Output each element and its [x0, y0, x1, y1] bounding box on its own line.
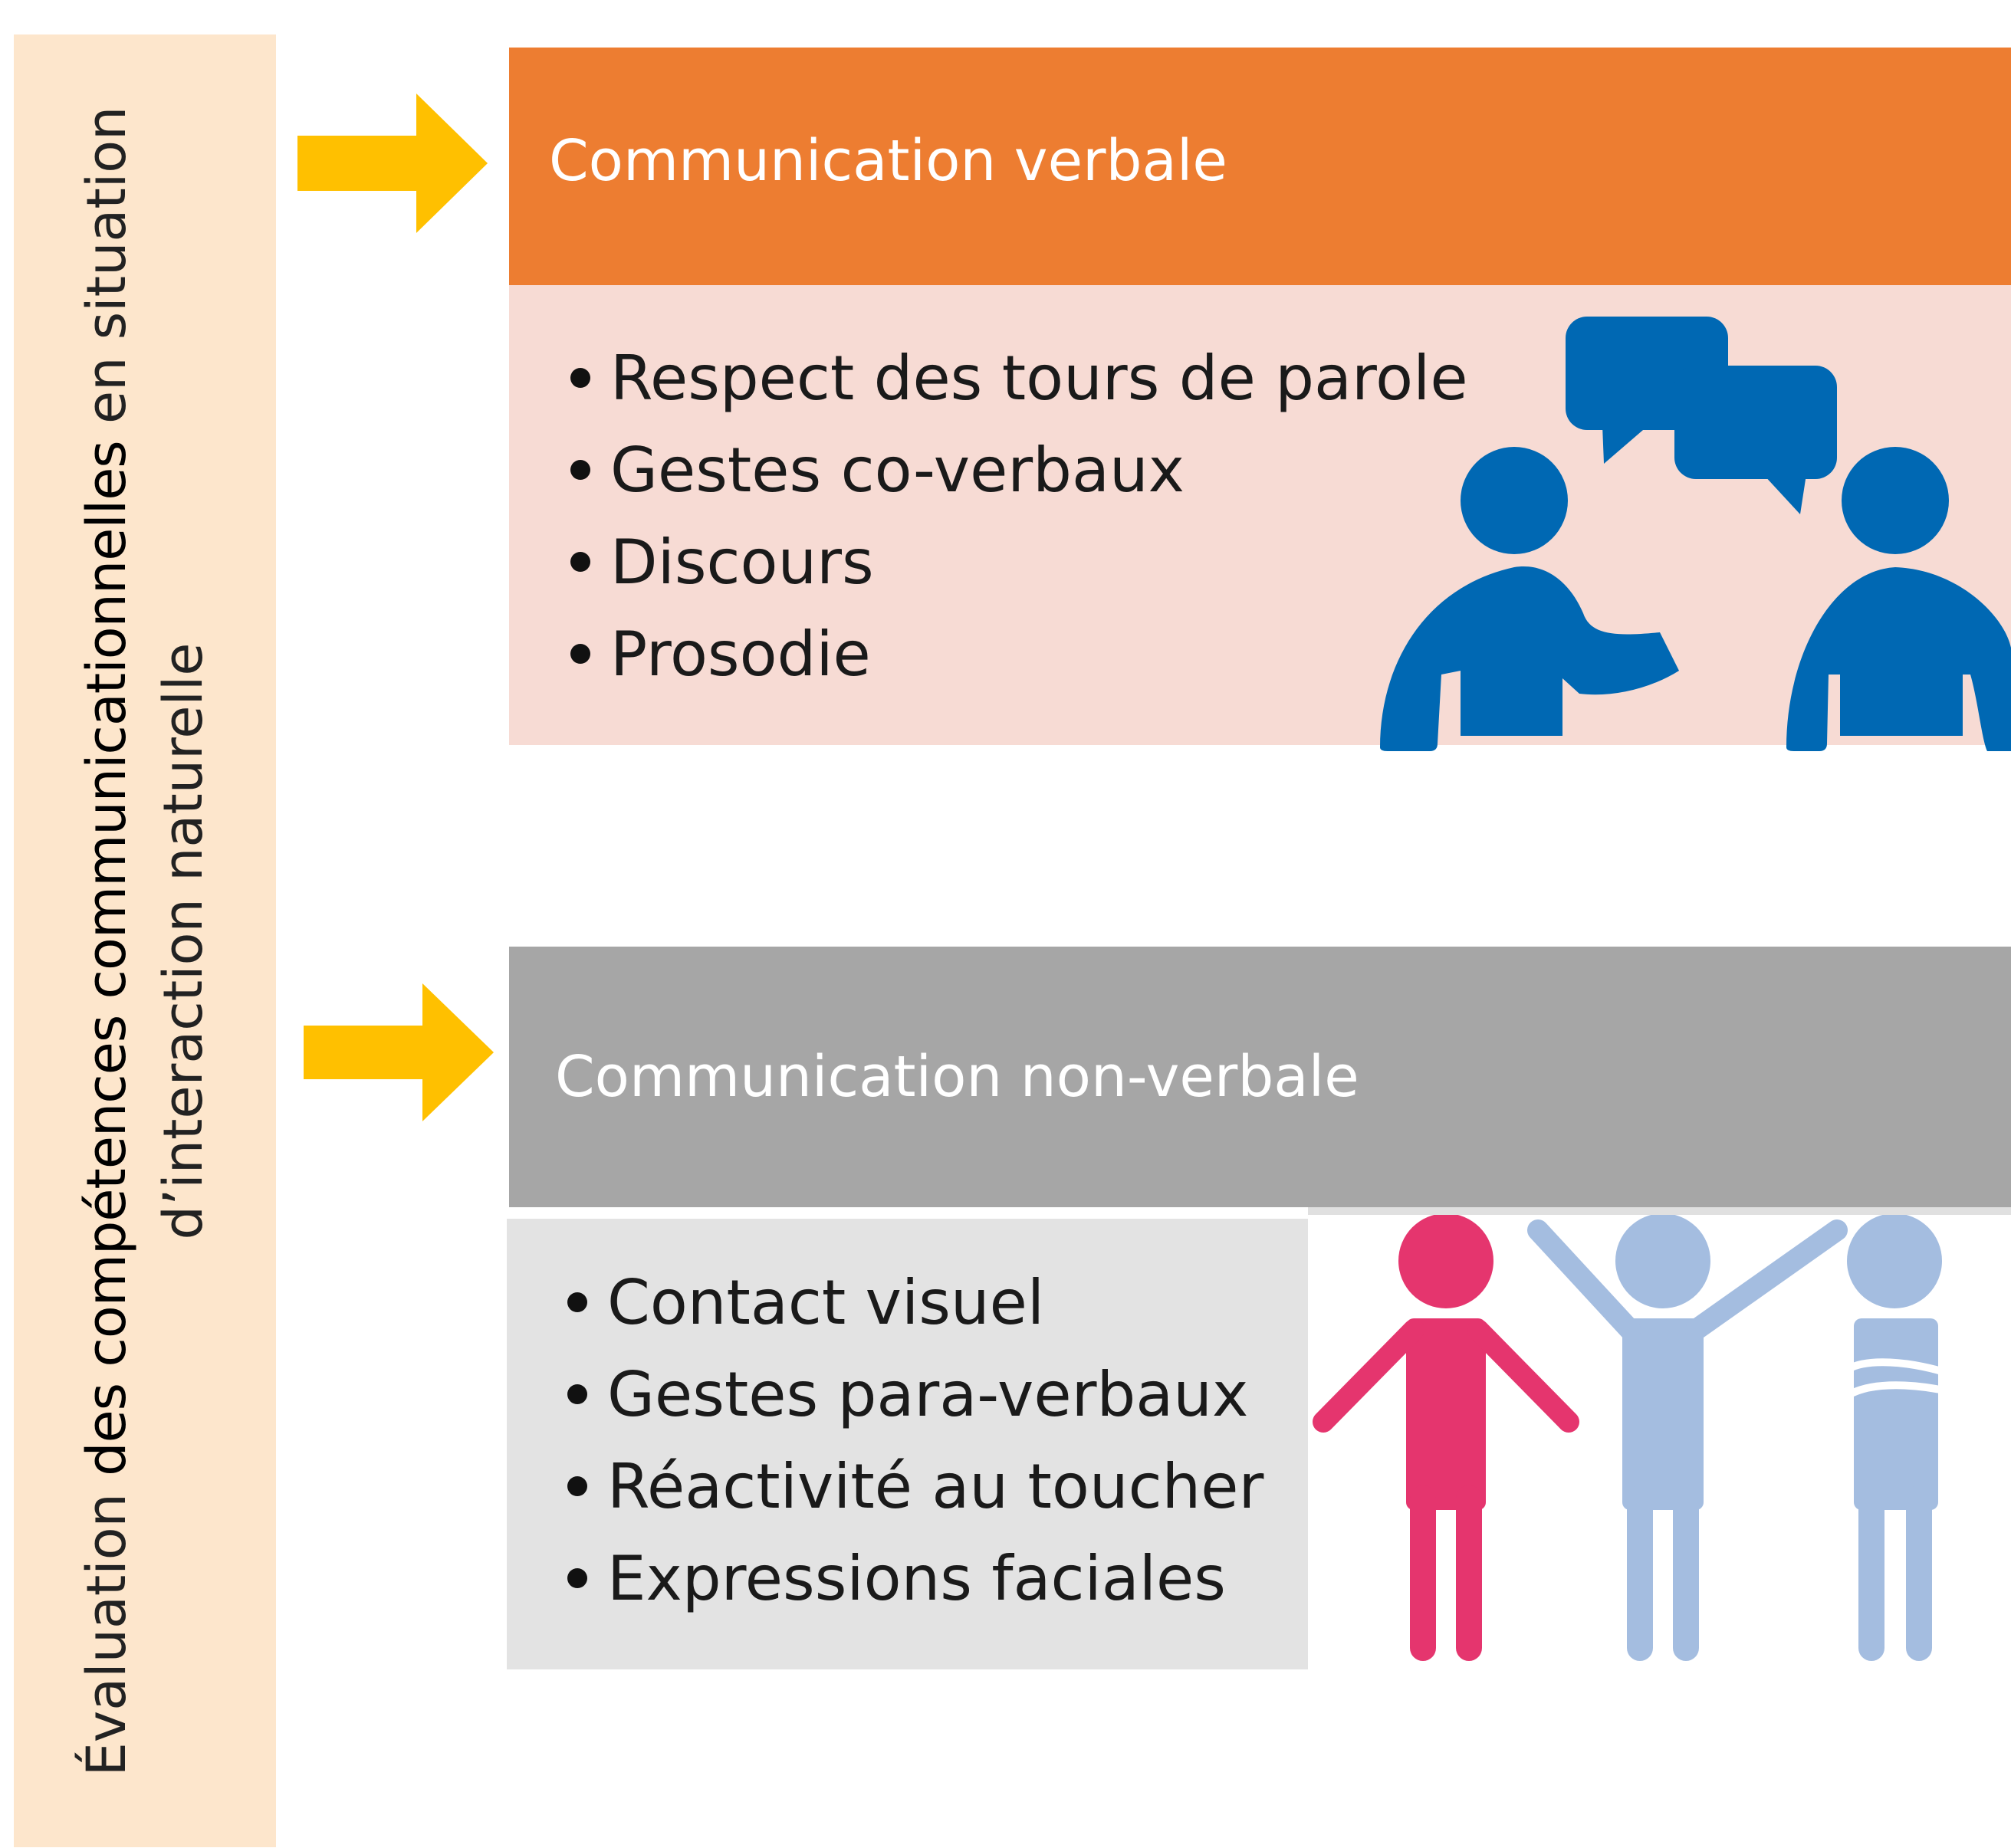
- figure-arms-crossed-icon: [1841, 1215, 1979, 1661]
- bullet-icon: [567, 1384, 587, 1405]
- side-title: Évaluation des compétences communication…: [68, 60, 222, 1823]
- list-item: Respect des tours de parole: [570, 333, 1468, 425]
- verbal-header: Communication verbale: [509, 48, 2011, 285]
- figure-arms-down-icon: [1313, 1215, 1579, 1661]
- verbal-title: Communication verbale: [549, 128, 1227, 194]
- side-title-part1: Évaluation: [75, 1475, 138, 1777]
- arrow-verbal-icon: [297, 94, 488, 233]
- list-item: Gestes co-verbaux: [570, 425, 1468, 517]
- bullet-icon: [570, 368, 590, 389]
- nonverbal-list: Contact visuel Gestes para-verbaux Réact…: [567, 1257, 1263, 1625]
- verbal-body: [509, 285, 2011, 745]
- bullet-icon: [570, 460, 590, 481]
- bullet-icon: [567, 1568, 587, 1589]
- nonverbal-header: Communication non-verbale: [509, 947, 2011, 1207]
- list-item: Expressions faciales: [567, 1533, 1263, 1625]
- bullet-icon: [567, 1292, 587, 1313]
- list-item: Prosodie: [570, 609, 1468, 701]
- list-item: Discours: [570, 517, 1468, 609]
- nonverbal-title: Communication non-verbale: [555, 1044, 1359, 1110]
- side-panel: [14, 34, 276, 1847]
- nonverbal-body: [507, 1219, 1308, 1669]
- arrow-nonverbal-icon: [304, 983, 494, 1121]
- list-item: Gestes para-verbaux: [567, 1349, 1263, 1441]
- nonverbal-divider: [1308, 1207, 2011, 1215]
- body-language-figures-icon: [1313, 1215, 1979, 1661]
- list-item: Réactivité au toucher: [567, 1441, 1263, 1533]
- side-title-emphasis: des compétences communicationnelles: [75, 441, 138, 1476]
- list-item: Contact visuel: [567, 1257, 1263, 1349]
- figure-arms-up-icon: [1527, 1215, 1848, 1661]
- bullet-icon: [570, 644, 590, 665]
- bullet-icon: [567, 1476, 587, 1497]
- conversation-people-icon: [1380, 317, 2011, 751]
- verbal-list: Respect des tours de parole Gestes co-ve…: [570, 333, 1468, 701]
- bullet-icon: [570, 552, 590, 573]
